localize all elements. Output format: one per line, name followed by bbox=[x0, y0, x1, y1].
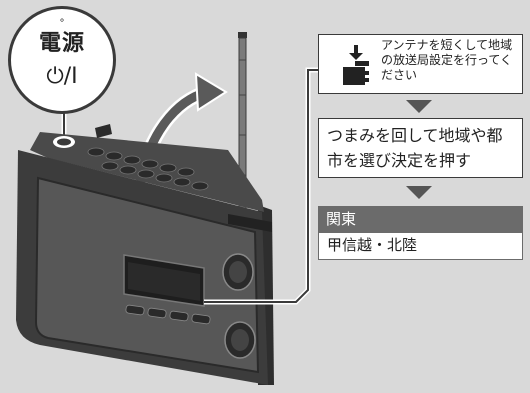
top-buttons bbox=[87, 147, 209, 191]
callout-dot: ° bbox=[59, 18, 65, 29]
extend-arrow-head bbox=[194, 72, 228, 112]
step-select-region: つまみを回して地域や都市を選び決定を押す bbox=[318, 118, 523, 178]
step1-text: アンテナを短くして地域の放送局設定を行ってください bbox=[381, 38, 513, 82]
power-button bbox=[57, 138, 71, 146]
antenna-holder bbox=[228, 214, 272, 232]
region-list: 関東 甲信越・北陸 bbox=[318, 206, 523, 260]
step-shorten-antenna: アンテナを短くして地域の放送局設定を行ってください bbox=[318, 34, 523, 94]
short-antenna-icon bbox=[343, 45, 369, 85]
antenna-tip bbox=[238, 32, 247, 38]
power-label: 電源 bbox=[38, 31, 85, 56]
power-symbol-icon: ⏻/I bbox=[46, 64, 78, 89]
step-arrow-2 bbox=[406, 186, 432, 199]
step2-text: つまみを回して地域や都市を選び決定を押す bbox=[327, 126, 503, 170]
step-arrow-1 bbox=[406, 100, 432, 113]
region-item-koshinetsu-hokuriku[interactable]: 甲信越・北陸 bbox=[318, 233, 523, 260]
front-buttons bbox=[125, 304, 211, 325]
display-leader-line bbox=[204, 69, 318, 303]
power-callout: ° 電源 ⏻/I bbox=[8, 6, 116, 114]
region-item-kanto[interactable]: 関東 bbox=[318, 206, 523, 233]
